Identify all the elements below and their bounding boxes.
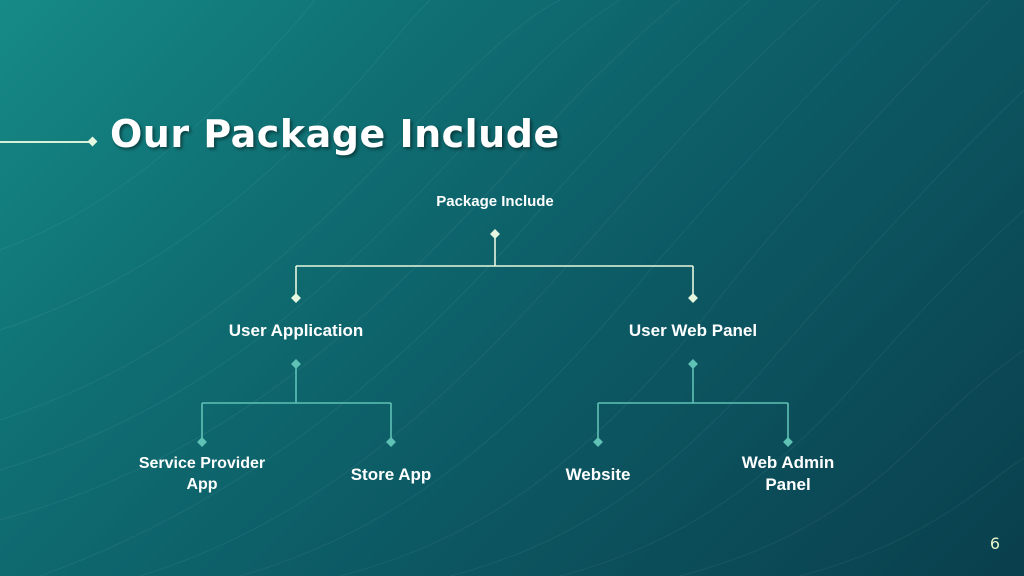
root-diamond-icon bbox=[490, 229, 500, 239]
node-user-web-panel: User Web Panel bbox=[628, 321, 758, 340]
level2-connectors bbox=[201, 364, 789, 442]
ws-diamond-icon bbox=[593, 437, 603, 447]
page-number: 6 bbox=[989, 534, 1001, 553]
node-user-application: User Application bbox=[228, 321, 364, 340]
left-diamond-icon bbox=[291, 293, 301, 303]
level1-connectors bbox=[295, 234, 694, 298]
ua-diamond-icon bbox=[291, 359, 301, 369]
node-website: Website bbox=[565, 465, 631, 484]
wa-diamond-icon bbox=[783, 437, 793, 447]
node-store-app: Store App bbox=[350, 465, 432, 484]
slide-title: Our Package Include bbox=[110, 112, 560, 156]
uw-diamond-icon bbox=[688, 359, 698, 369]
level2-diamonds bbox=[197, 359, 793, 447]
sp-diamond-icon bbox=[197, 437, 207, 447]
title-accent-line bbox=[0, 141, 92, 143]
sa-diamond-icon bbox=[386, 437, 396, 447]
node-service-provider-app: Service Provider App bbox=[138, 455, 266, 493]
node-package-include: Package Include bbox=[436, 193, 554, 210]
node-web-admin-panel: Web Admin Panel bbox=[741, 453, 835, 495]
right-diamond-icon bbox=[688, 293, 698, 303]
level1-diamonds bbox=[291, 229, 698, 303]
